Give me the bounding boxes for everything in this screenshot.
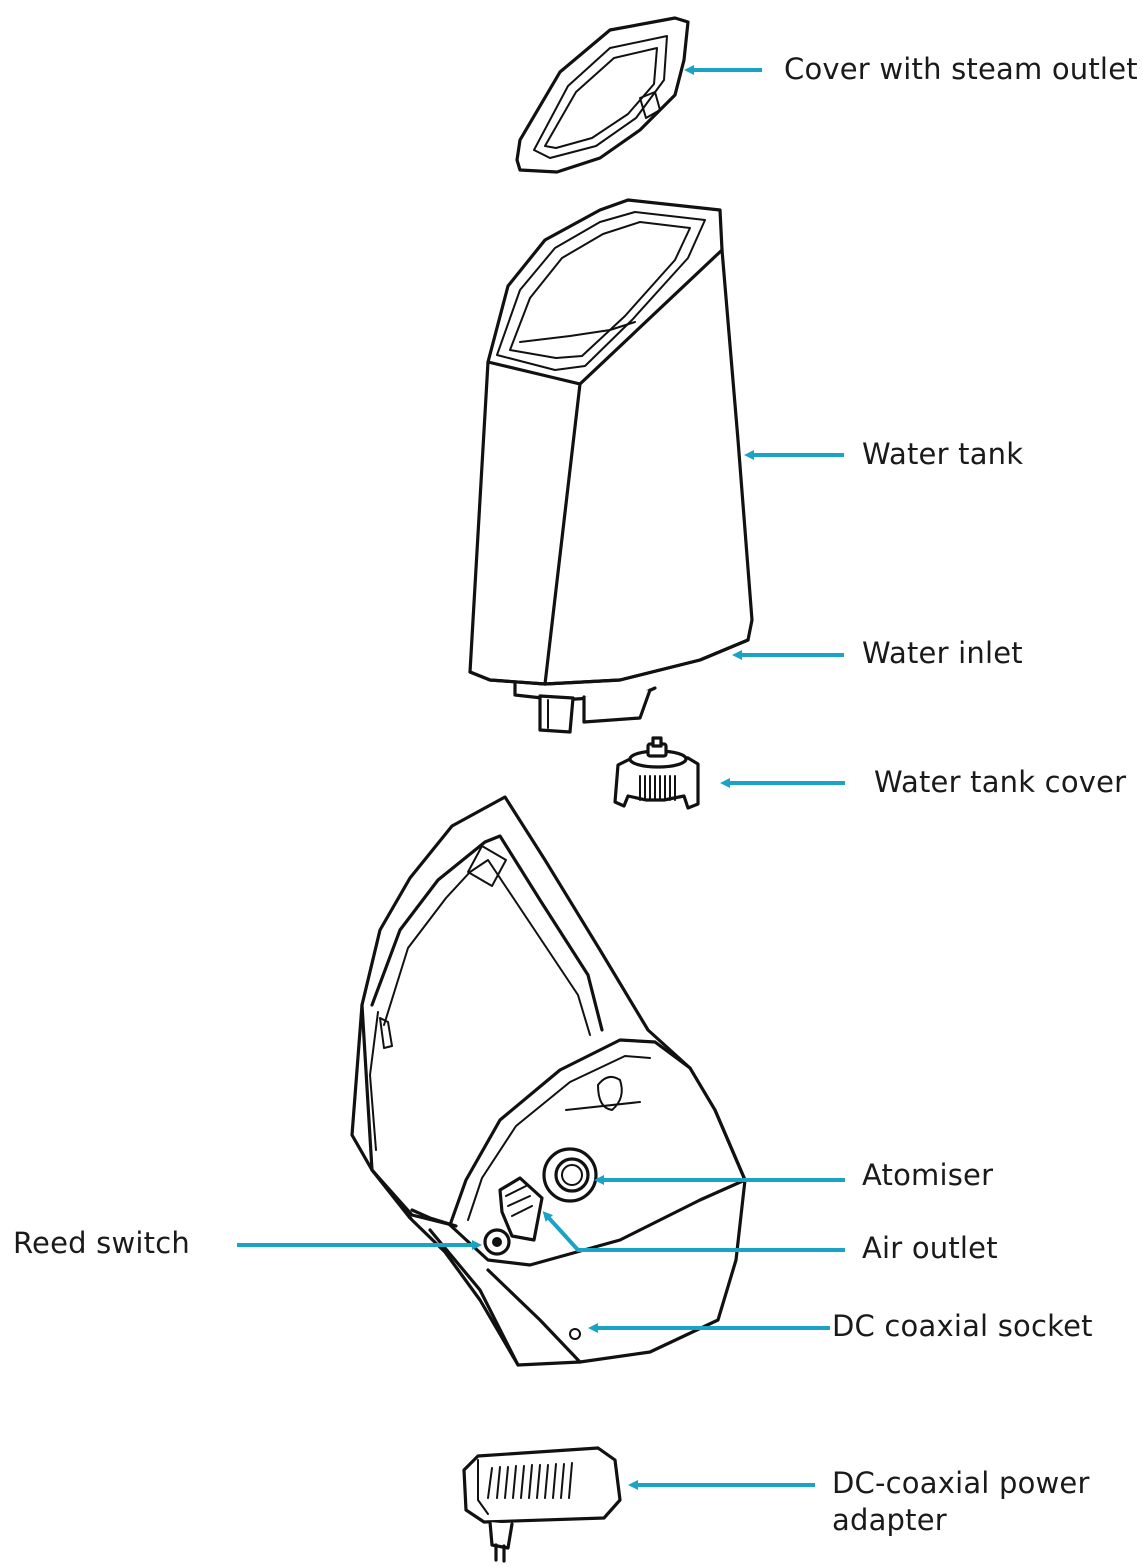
label-water-tank-cover: Water tank cover	[874, 765, 1127, 799]
label-water-inlet: Water inlet	[862, 636, 1023, 670]
arrow-air-outlet	[542, 1211, 845, 1252]
label-cover-with-steam-outlet: Cover with steam outlet	[784, 52, 1138, 86]
label-water-tank: Water tank	[862, 437, 1024, 471]
water-tank-cover-part	[613, 736, 700, 810]
base-unit-part	[350, 795, 747, 1367]
label-dc-coaxial-socket: DC coaxial socket	[832, 1309, 1093, 1343]
cover-part	[515, 16, 690, 174]
power-adapter-part	[462, 1446, 622, 1563]
label-air-outlet: Air outlet	[862, 1231, 998, 1265]
label-dc-coaxial-power-adapter: DC-coaxial power adapter	[832, 1465, 1090, 1539]
water-tank-part	[468, 198, 754, 734]
label-reed-switch: Reed switch	[13, 1226, 190, 1260]
label-atomiser: Atomiser	[862, 1158, 994, 1192]
label-dc-coaxial-power-adapter-line1: DC-coaxial power	[832, 1466, 1090, 1500]
label-dc-coaxial-power-adapter-line2: adapter	[832, 1503, 947, 1538]
pointer-arrows	[237, 65, 845, 1490]
